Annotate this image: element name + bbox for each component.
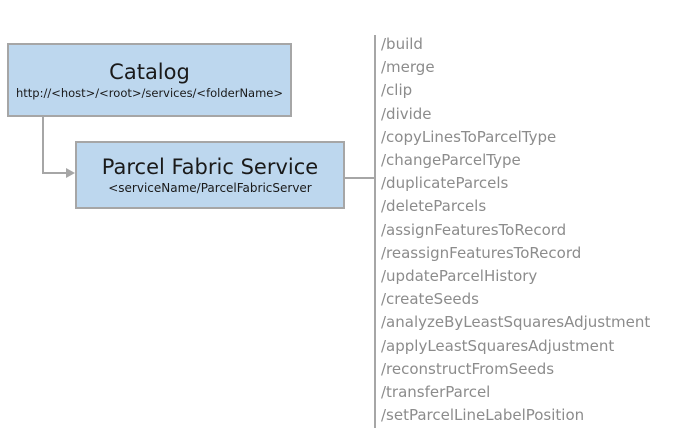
parcel-fabric-service-node: Parcel Fabric Service <serviceName/Parce… [75, 141, 345, 209]
operation-item: /updateParcelHistory [381, 267, 538, 286]
catalog-title: Catalog [109, 60, 190, 84]
catalog-url: http://<host>/<root>/services/<folderNam… [15, 86, 284, 100]
service-url: <serviceName/ParcelFabricServer [108, 181, 312, 195]
operation-item: /createSeeds [381, 290, 479, 309]
operation-item: /applyLeastSquaresAdjustment [381, 336, 615, 355]
operation-item: /analyzeByLeastSquaresAdjustment [381, 313, 651, 332]
operation-item: /copyLinesToParcelType [381, 127, 557, 146]
operation-item: /transferParcel [381, 383, 491, 402]
operation-item: /divide [381, 104, 432, 123]
catalog-node: Catalog http://<host>/<root>/services/<f… [7, 43, 292, 117]
operations-divider-line [374, 35, 376, 428]
catalog-to-service-connector-horizontal [42, 172, 67, 174]
service-title: Parcel Fabric Service [101, 155, 319, 179]
operation-item: /merge [381, 58, 435, 77]
operation-item: /reconstructFromSeeds [381, 359, 555, 378]
operation-item: /changeParcelType [381, 151, 521, 170]
catalog-to-service-connector-vertical [42, 116, 44, 174]
operation-item: /assignFeaturesToRecord [381, 220, 567, 239]
operation-item: /duplicateParcels [381, 174, 509, 193]
service-to-operations-connector [345, 177, 374, 179]
arrowhead-icon [66, 168, 75, 178]
operation-item: /setParcelLineLabelPosition [381, 406, 585, 425]
operation-item: /clip [381, 81, 413, 100]
operations-list: /build/merge/clip/divide/copyLinesToParc… [381, 33, 650, 427]
operation-item: /reassignFeaturesToRecord [381, 243, 582, 262]
operation-item: /deleteParcels [381, 197, 487, 216]
operation-item: /build [381, 35, 423, 53]
